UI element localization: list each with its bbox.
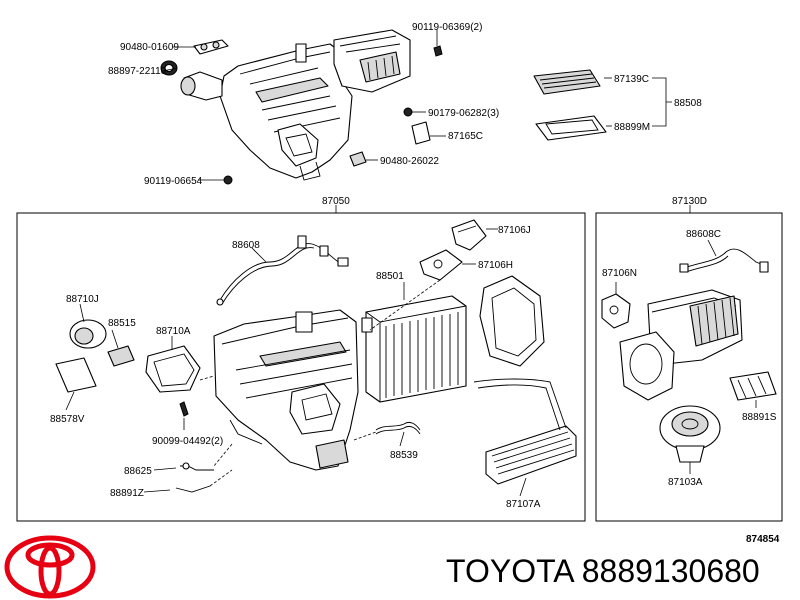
assembly-87050-box [16, 212, 586, 522]
label-90099-04492: 90099-04492(2) [152, 436, 223, 447]
top-assembly [160, 29, 446, 185]
label-88891Z: 88891Z [110, 488, 144, 499]
drawing-number: 874854 [746, 534, 780, 545]
label-87103A: 87103A [668, 477, 703, 488]
label-87165C: 87165C [448, 131, 483, 142]
label-90480-26022: 90480-26022 [380, 156, 439, 167]
label-90480-01609: 90480-01609 [120, 42, 179, 53]
label-88515: 88515 [108, 318, 136, 329]
label-90119-06369: 90119-06369(2) [412, 22, 482, 33]
label-88891S: 88891S [742, 412, 777, 423]
label-88578V: 88578V [50, 414, 85, 425]
label-87107A: 87107A [506, 499, 541, 510]
filter-set [533, 69, 672, 141]
label-88508: 88508 [674, 98, 702, 109]
label-88539: 88539 [390, 450, 418, 461]
label-88625: 88625 [124, 466, 152, 477]
logo-inner-top-ring [25, 542, 75, 568]
toyota-logo-icon [4, 535, 96, 599]
label-87106N: 87106N [602, 268, 637, 279]
assembly-87130D-box [595, 212, 783, 522]
label-88608C: 88608C [686, 229, 721, 240]
label-87106H: 87106H [478, 260, 513, 271]
assembly-87130D-parts [601, 239, 777, 474]
brand-name: TOYOTA [446, 553, 573, 589]
label-88897-22110: 88897-22110 [108, 66, 167, 77]
label-90179-06282: 90179-06282(3) [428, 108, 499, 119]
part-number: 8889130680 [581, 553, 760, 589]
label-88608: 88608 [232, 240, 260, 251]
logo-vertical-ring [38, 545, 62, 597]
label-90119-06654: 90119-06654 [144, 176, 203, 187]
label-87050: 87050 [322, 196, 350, 207]
part-labels: 90119-06369(2) 90480-01609 88897-22110 9… [50, 22, 780, 545]
label-88899M: 88899M [614, 122, 650, 133]
assembly-87050-parts [55, 219, 577, 497]
label-88501: 88501 [376, 271, 404, 282]
product-caption: TOYOTA 8889130680 [446, 551, 760, 591]
label-87106J: 87106J [498, 225, 531, 236]
label-88710A: 88710A [156, 326, 191, 337]
label-87130D: 87130D [672, 196, 707, 207]
label-87139C: 87139C [614, 74, 649, 85]
label-88710J: 88710J [66, 294, 99, 305]
